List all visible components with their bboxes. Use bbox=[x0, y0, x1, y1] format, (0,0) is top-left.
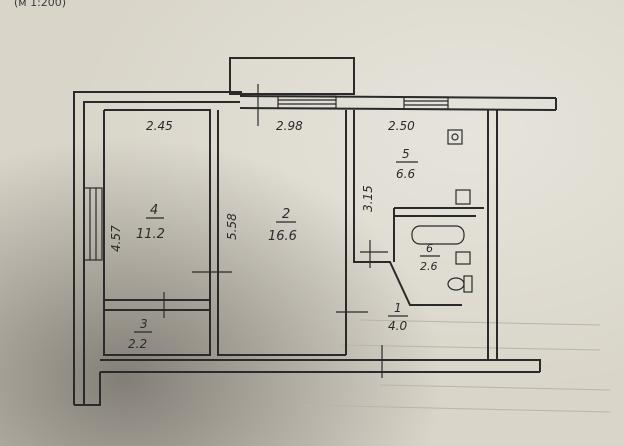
balcony bbox=[229, 57, 355, 95]
washbasin-icon bbox=[455, 251, 471, 265]
scale-note: (м 1:200) bbox=[14, 0, 67, 9]
room-6-area: 2.6 bbox=[420, 260, 438, 273]
background-print bbox=[299, 319, 611, 413]
room-3-number: 3 bbox=[140, 317, 148, 331]
fixtures bbox=[411, 129, 473, 293]
room-5-area: 6.6 bbox=[396, 167, 415, 181]
room-1-number: 1 bbox=[394, 301, 402, 315]
bathtub-icon bbox=[411, 225, 465, 245]
windows bbox=[83, 95, 449, 261]
stove-icon bbox=[447, 129, 463, 145]
toilet-icon bbox=[447, 277, 465, 291]
dim-room5-width: 2.50 bbox=[388, 119, 415, 133]
dim-room4-depth: 4.57 bbox=[109, 225, 123, 252]
sink-icon bbox=[455, 189, 471, 205]
door-marks bbox=[163, 84, 388, 378]
room-1-area: 4.0 bbox=[388, 319, 407, 333]
dim-room4-width: 2.45 bbox=[146, 119, 173, 133]
dim-room2-width: 2.98 bbox=[276, 119, 303, 133]
dim-room5-depth: 3.15 bbox=[361, 185, 375, 212]
room-6-number: 6 bbox=[426, 242, 433, 255]
room-4-area: 11.2 bbox=[136, 227, 165, 242]
room-2-number: 2 bbox=[282, 207, 290, 222]
room-4-number: 4 bbox=[150, 203, 158, 218]
room-2-area: 16.6 bbox=[268, 229, 297, 244]
label-underlines bbox=[134, 161, 440, 333]
outer-walls bbox=[73, 91, 557, 406]
room-3-area: 2.2 bbox=[128, 337, 147, 351]
room-5-number: 5 bbox=[402, 147, 410, 161]
interior-walls bbox=[103, 109, 484, 356]
dim-room2-depth: 5.58 bbox=[225, 213, 239, 240]
